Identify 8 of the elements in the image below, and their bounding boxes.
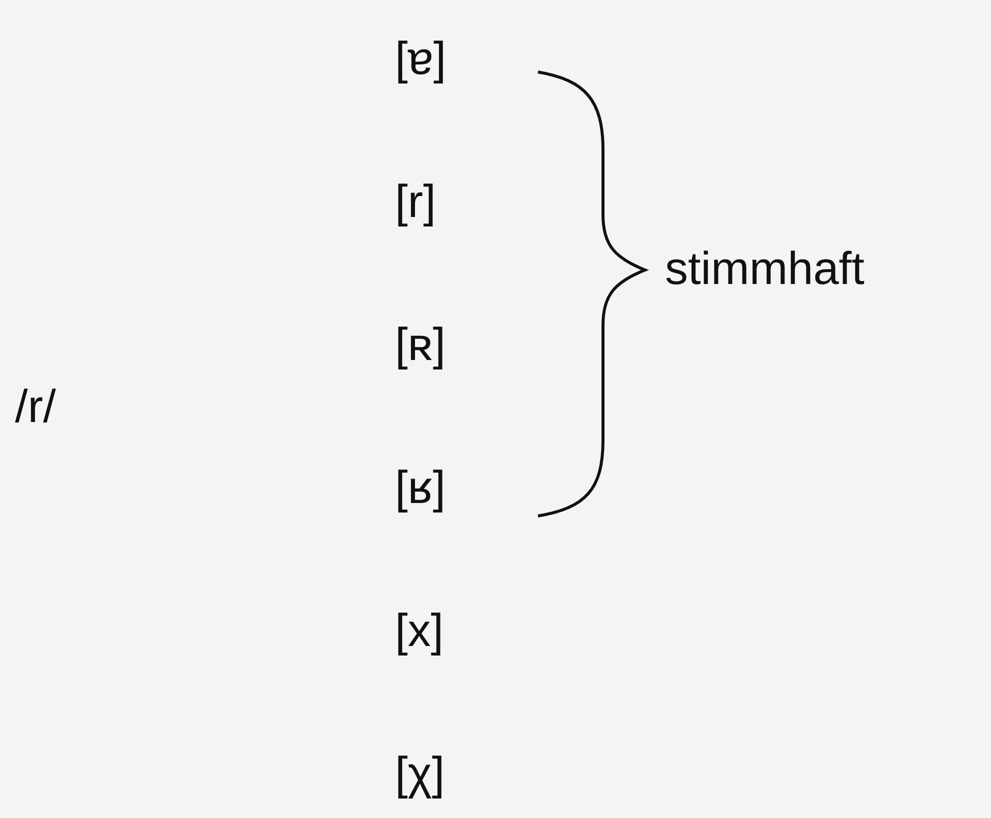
phoneme-label: /r/ <box>15 383 56 429</box>
phone-label: [ɐ] <box>395 35 446 81</box>
phone-label: [ʁ] <box>395 464 446 510</box>
phone-label: [ʀ] <box>395 321 446 367</box>
phone-label: [r] <box>395 178 436 224</box>
phone-label: [x] <box>395 607 444 653</box>
group-label: stimmhaft <box>665 245 864 291</box>
phone-label: [χ] <box>395 750 445 796</box>
